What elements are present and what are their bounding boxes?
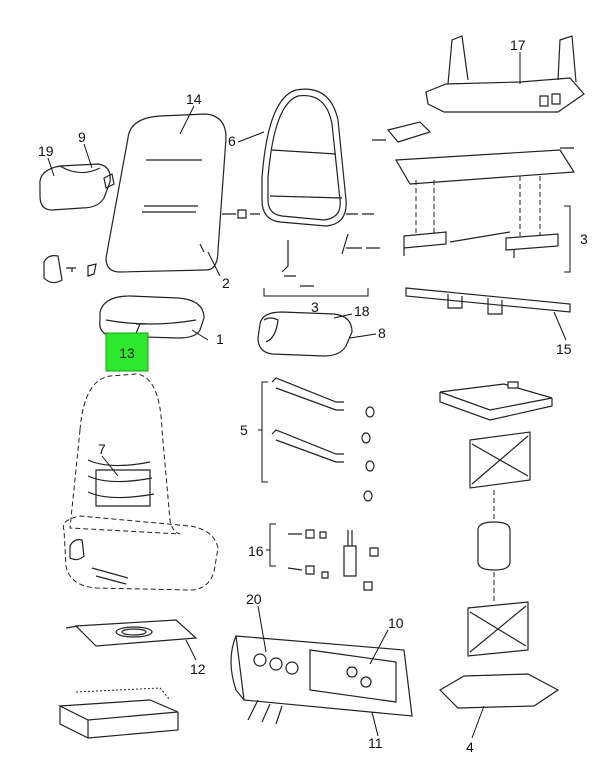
part-rods <box>261 377 375 502</box>
part-armrest-middle <box>257 311 353 357</box>
highlight-label: 13 <box>119 345 135 361</box>
part-shocks <box>269 523 379 591</box>
leader-lines <box>47 52 567 739</box>
callout-16: 16 <box>248 543 264 559</box>
highlight-box[interactable] <box>105 332 149 372</box>
bracket-3-middle <box>263 288 369 297</box>
callout-2: 2 <box>222 275 230 291</box>
part-base-plate <box>65 619 198 647</box>
callout-10: 10 <box>388 615 404 631</box>
part-back-frame <box>222 88 380 287</box>
callout-14: 14 <box>186 91 202 107</box>
part-support-bracket <box>405 287 571 315</box>
part-suspension-stack <box>439 381 560 709</box>
callout-3-middle: 3 <box>311 299 319 315</box>
part-armrest-left <box>39 163 115 211</box>
callout-12: 12 <box>190 661 206 677</box>
part-knob <box>43 255 97 284</box>
callout-labels: 1 2 3 3 3 4 5 6 7 8 9 10 11 12 14 15 16 … <box>38 37 588 755</box>
callout-6: 6 <box>228 133 236 149</box>
callout-5: 5 <box>240 422 248 438</box>
part-suspension-frame <box>57 687 179 739</box>
callout-15: 15 <box>556 341 572 357</box>
callout-17: 17 <box>510 37 526 53</box>
part-headrest <box>99 295 205 339</box>
callout-8: 8 <box>378 325 386 341</box>
callout-1: 1 <box>216 331 224 347</box>
part-cradle-frame <box>425 35 585 113</box>
callout-19: 19 <box>38 143 54 159</box>
part-control-panel <box>230 635 413 725</box>
callout-20: 20 <box>246 591 262 607</box>
callout-3-right: 3 <box>580 231 588 247</box>
callout-7: 7 <box>98 441 106 457</box>
bracket-3-right <box>564 205 571 273</box>
part-seat-assembly <box>62 373 219 591</box>
callout-9: 9 <box>78 129 86 145</box>
callout-11: 11 <box>368 735 383 751</box>
callout-4: 4 <box>466 739 474 755</box>
callout-18: 18 <box>354 303 370 319</box>
part-back-cushion <box>105 113 227 273</box>
part-slide-rails <box>372 121 576 258</box>
